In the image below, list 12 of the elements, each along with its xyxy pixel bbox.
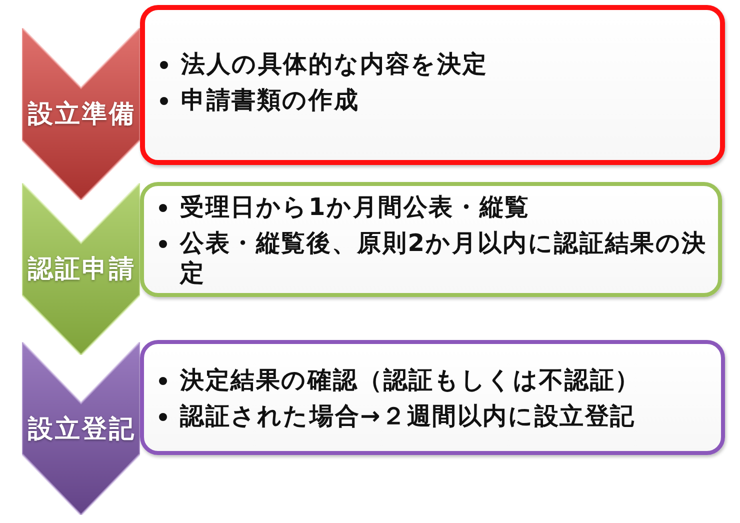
chevron-step xyxy=(22,28,140,200)
bullet-text: 公表・縦覧後、原則2か月以内に認証結果の決定 xyxy=(180,228,708,288)
bullet-text: 申請書類の作成 xyxy=(181,85,360,115)
step-label: 認証申請 xyxy=(26,254,137,284)
bullet-text: 法人の具体的な内容を決定 xyxy=(181,49,489,79)
bullet-text: 受理日から1か月間公表・縦覧 xyxy=(180,192,531,222)
step-label: 設立準備 xyxy=(26,99,137,129)
chevron-step xyxy=(22,342,140,515)
chevron-step xyxy=(22,183,140,355)
step-label: 設立登記 xyxy=(26,414,137,444)
bullet-text: 認証された場合→２週間以内に設立登記 xyxy=(180,400,637,430)
bullet-text: 決定結果の確認（認証もしくは不認証） xyxy=(180,364,642,394)
